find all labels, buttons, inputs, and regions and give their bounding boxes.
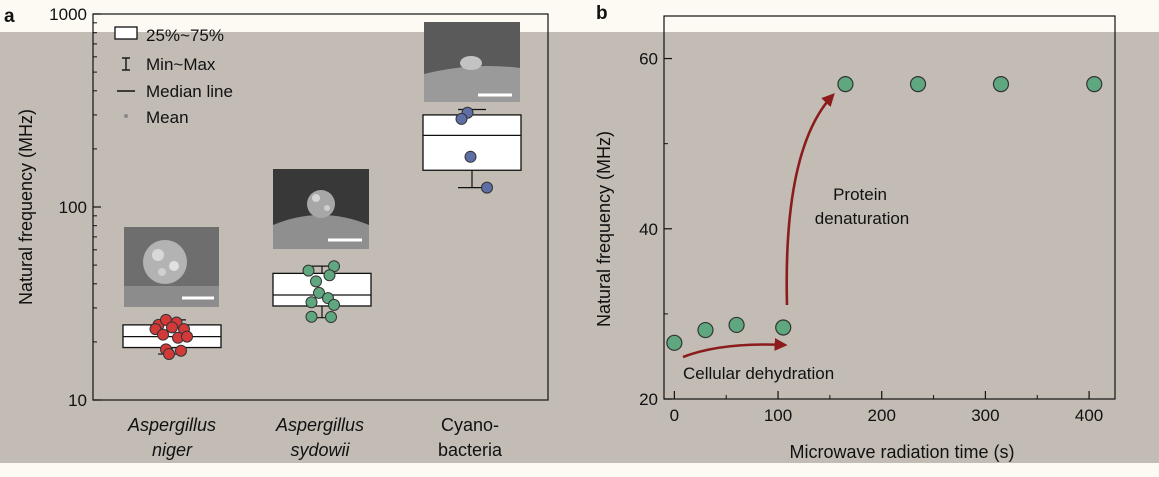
data-point [325, 311, 337, 324]
annotation-protein-line1: Protein [833, 185, 887, 204]
data-point [175, 344, 187, 357]
a-y-tick-label: 100 [59, 198, 87, 217]
panel-a-label: a [4, 6, 15, 27]
data-point [181, 330, 193, 343]
data-point [166, 321, 178, 334]
data-point [323, 269, 336, 282]
sem-image-sydowii [273, 169, 369, 249]
data-point [837, 75, 854, 93]
panel-b-data-points [666, 75, 1103, 351]
data-point [697, 321, 714, 339]
data-point [775, 319, 792, 336]
panel-b-label: b [596, 3, 608, 24]
legend-box-swatch [114, 26, 138, 40]
data-point [666, 334, 683, 351]
data-point [163, 348, 175, 361]
category-label-niger-line1: Aspergillus [127, 415, 216, 435]
data-point [909, 75, 927, 93]
panel-b: b 0 100 200 300 400 20 40 60 Natural frequency … [594, 3, 1116, 462]
b-x-tick-label: 300 [971, 406, 999, 425]
a-y-tick-label: 10 [68, 391, 87, 410]
legend-mean-swatch [124, 114, 128, 118]
data-point [728, 316, 745, 334]
data-point [305, 310, 318, 323]
panel-b-y-axis-label: Natural frequency (MHz) [594, 131, 614, 327]
panel-b-axis-ticks: 0 100 200 300 400 20 40 60 [639, 50, 1103, 425]
data-point [992, 75, 1010, 93]
category-label-sydowii-line1: Aspergillus [275, 415, 364, 435]
category-label-cyano-line1: Cyano- [441, 415, 499, 435]
data-point [313, 286, 325, 299]
b-y-tick-label: 60 [639, 50, 658, 69]
category-label-cyano-line2: bacteria [438, 440, 503, 460]
data-point [302, 264, 315, 277]
legend-label-median: Median line [146, 82, 233, 101]
sem-image-niger [124, 227, 219, 307]
b-x-tick-label: 0 [670, 406, 679, 425]
denaturation-arrow [785, 93, 835, 306]
annotation-protein-line2: denaturation [815, 209, 910, 228]
panel-a-legend: 25%~75% Min~Max Median line Mean [114, 26, 233, 127]
panel-a-data-points [149, 106, 493, 361]
data-point [464, 150, 477, 163]
b-y-tick-label: 20 [639, 390, 658, 409]
panel-b-x-axis-label: Microwave radiation time (s) [789, 442, 1014, 462]
legend-whisker-swatch [122, 57, 130, 71]
data-point [328, 298, 340, 311]
category-label-niger-line2: niger [152, 440, 193, 460]
data-point [305, 296, 318, 309]
panel-b-plot-frame [663, 15, 1116, 400]
panel-a-y-axis-label: Natural frequency (MHz) [16, 109, 36, 305]
b-y-tick-label: 40 [639, 220, 658, 239]
panel-a-y-ticks: 10 100 1000 [49, 5, 101, 410]
legend-label-range: Min~Max [146, 55, 216, 74]
sem-image-cyano [424, 22, 520, 102]
dehydration-arrow [682, 338, 788, 359]
category-label-sydowii-line2: sydowii [290, 440, 350, 460]
data-point [310, 275, 322, 288]
b-x-tick-label: 100 [764, 406, 792, 425]
data-point [1086, 75, 1103, 93]
legend-label-iqr: 25%~75% [146, 26, 224, 45]
panel-a: a 10 100 1000 Natural frequency (MHz) Aspe… [4, 5, 549, 460]
data-point [455, 112, 468, 125]
annotation-cellular-dehydration: Cellular dehydration [683, 364, 834, 383]
panel-a-x-tick-labels: Aspergillus niger Aspergillus sydowii Cy… [127, 415, 503, 460]
legend-label-mean: Mean [146, 108, 189, 127]
b-x-tick-label: 200 [868, 406, 896, 425]
data-point [157, 328, 169, 341]
b-x-tick-label: 400 [1075, 406, 1103, 425]
a-y-tick-label: 1000 [49, 5, 87, 24]
panel-a-boxes [122, 108, 522, 355]
data-point [481, 181, 493, 194]
